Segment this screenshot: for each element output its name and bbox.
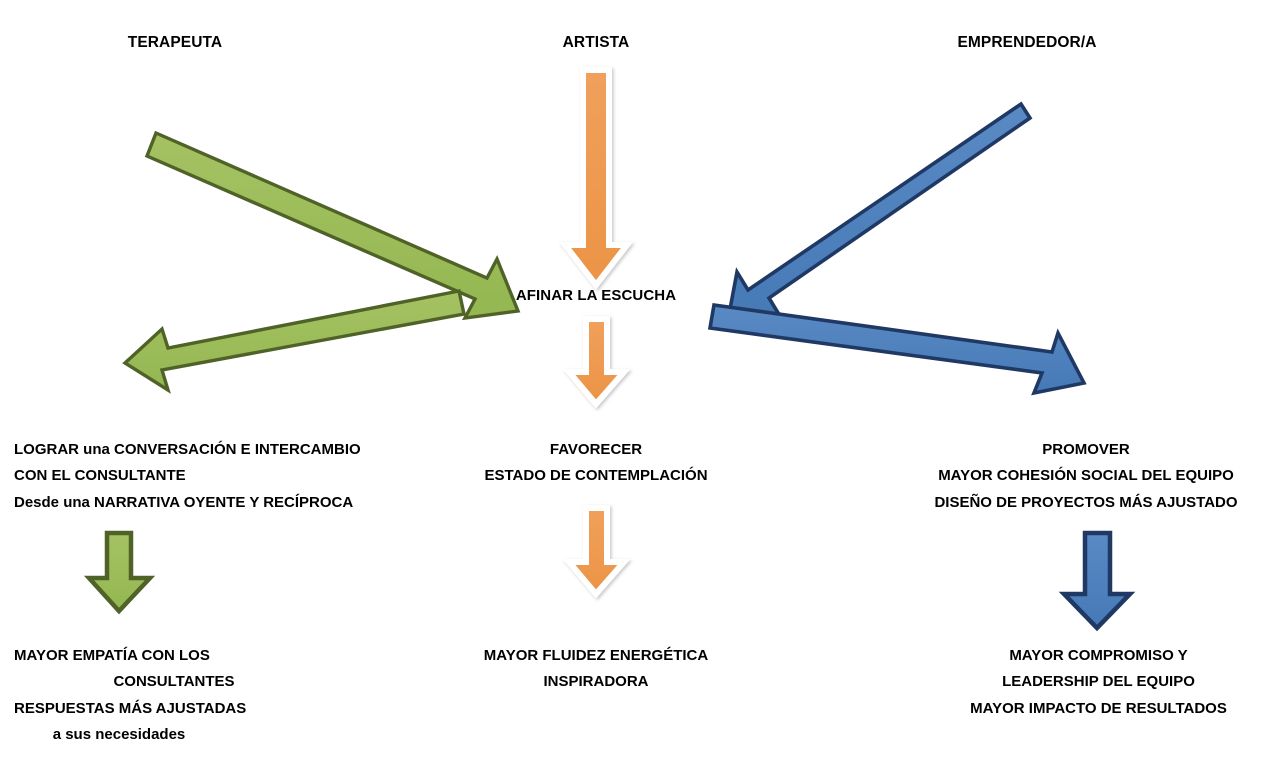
outcome-bottom-right-line-3: MAYOR IMPACTO DE RESULTADOS [970,699,1227,717]
green-arrow-down [83,530,156,615]
column-header-emprendedor: EMPRENDEDOR/A [957,34,1097,51]
outcome-mid-left-block: LOGRAR una CONVERSACIÓN E INTERCAMBIO CO… [14,437,444,516]
outcome-bottom-center-line-2: INSPIRADORA [543,673,649,691]
outcome-mid-center-line-2: ESTADO DE CONTEMPLACIÓN [484,467,708,485]
outcome-bottom-center-block: MAYOR FLUIDEZ ENERGÉTICA INSPIRADORA [446,643,746,696]
column-header-terapeuta: TERAPEUTA [127,34,223,51]
outcome-bottom-left-block: MAYOR EMPATÍA CON LOS CONSULTANTES RESPU… [14,643,334,749]
orange-arrow-middle [562,316,631,409]
outcome-mid-right-line-1: PROMOVER [1042,441,1130,458]
orange-arrow-top [558,67,634,290]
outcome-bottom-right-line-2: LEADERSHIP DEL EQUIPO [1002,673,1195,691]
center-node-label: AFINAR LA ESCUCHA [515,287,677,304]
outcome-bottom-right-line-1: MAYOR COMPROMISO Y [1009,647,1188,664]
green-diagonal-down-left-arrow [122,289,467,394]
blue-arrow-down [1058,530,1136,632]
outcome-bottom-left-line-4: a sus necesidades [52,726,186,744]
outcome-bottom-left-line-2: CONSULTANTES [113,673,235,691]
outcome-mid-right-block: PROMOVER MAYOR COHESIÓN SOCIAL DEL EQUIP… [911,437,1261,516]
orange-arrow-bottom [562,505,631,599]
outcome-mid-center-block: FAVORECER ESTADO DE CONTEMPLACIÓN [446,437,746,490]
outcome-bottom-right-block: MAYOR COMPROMISO Y LEADERSHIP DEL EQUIPO… [936,643,1261,722]
outcome-bottom-left-line-3: RESPUESTAS MÁS AJUSTADAS [14,699,247,717]
outcome-mid-left-line-3: Desde una NARRATIVA OYENTE Y RECÍPROCA [14,493,354,511]
outcome-mid-left-line-2: CON EL CONSULTANTE [14,467,186,485]
blue-diagonal-down-right-arrow [707,302,1087,396]
column-header-artista: ARTISTA [562,34,630,51]
outcome-mid-center-line-1: FAVORECER [549,441,643,458]
outcome-mid-left-line-1: LOGRAR una CONVERSACIÓN E INTERCAMBIO [14,441,361,458]
outcome-bottom-left-line-1: MAYOR EMPATÍA CON LOS [14,647,210,664]
blue-diagonal-down-left-arrow [724,101,1033,328]
outcome-mid-right-line-2: MAYOR COHESIÓN SOCIAL DEL EQUIPO [938,467,1234,485]
outcome-mid-right-line-3: DISEÑO DE PROYECTOS MÁS AJUSTADO [934,493,1238,511]
outcome-bottom-center-line-1: MAYOR FLUIDEZ ENERGÉTICA [483,647,709,664]
